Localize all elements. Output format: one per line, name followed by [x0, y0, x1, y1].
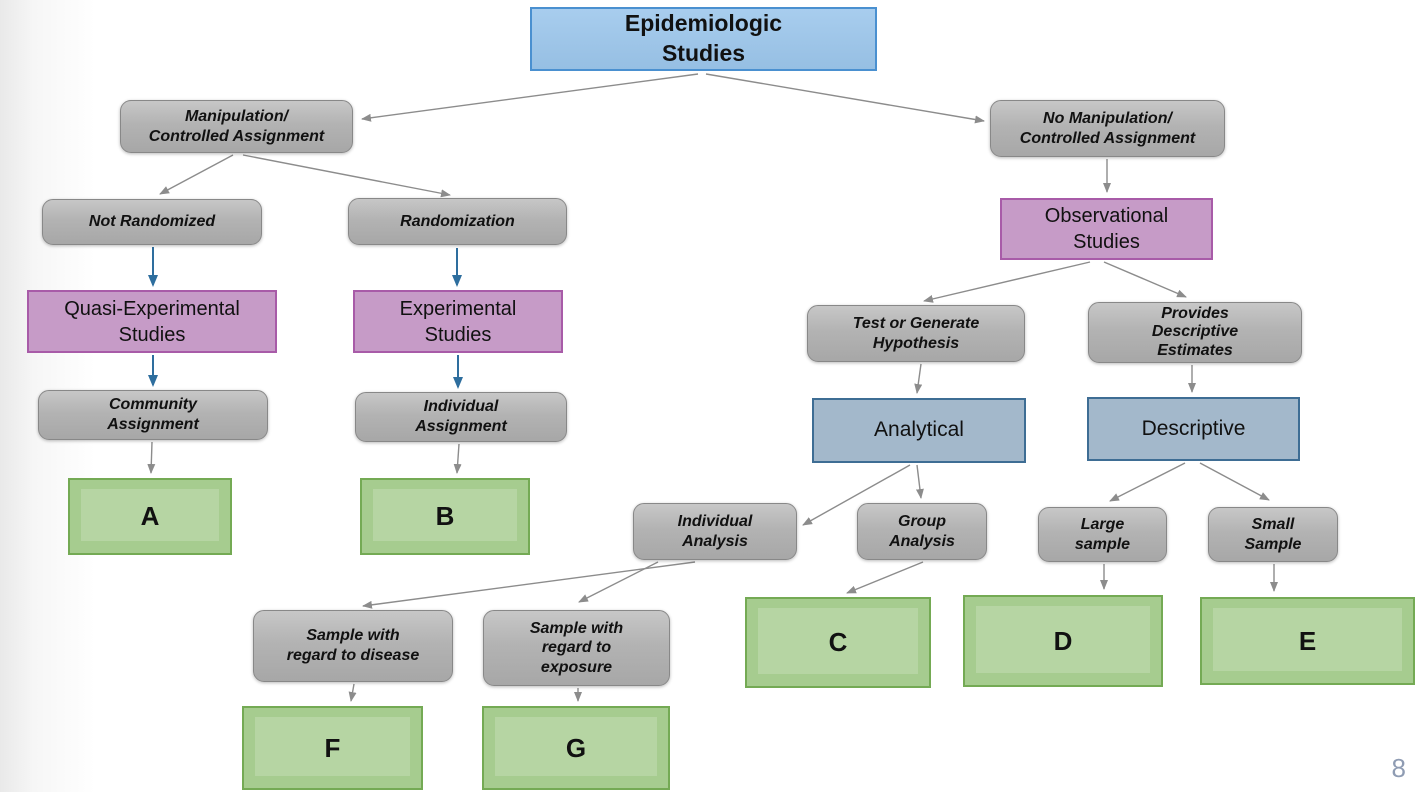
node-box-e: E — [1200, 597, 1415, 685]
green-inner-panel — [373, 489, 517, 541]
node-box-c-label: C — [828, 627, 848, 658]
node-box-f: F — [242, 706, 423, 790]
node-analytical: Analytical — [812, 398, 1026, 463]
green-inner-panel — [255, 717, 410, 776]
arrow-test-to-analytical — [914, 363, 923, 394]
node-box-c: C — [745, 597, 931, 688]
node-box-f-label: F — [324, 732, 341, 763]
node-box-d-label: D — [1053, 625, 1073, 656]
arrow-manipulation-to-randomization — [242, 154, 451, 198]
node-not-randomized: Not Randomized — [42, 199, 262, 245]
node-descriptive: Descriptive — [1087, 397, 1300, 461]
arrow-root-to-no-manipulation — [705, 73, 985, 124]
arrow-descriptive-to-large-sample — [1109, 462, 1186, 502]
node-box-b: B — [360, 478, 530, 555]
arrow-group-analysis-to-c — [846, 561, 924, 594]
arrow-analytical-to-individual-analysis — [802, 464, 911, 526]
node-box-a-label: A — [140, 501, 160, 532]
arrow-descriptive-to-small-sample — [1199, 462, 1270, 501]
node-box-a: A — [68, 478, 232, 555]
node-box-g-label: G — [565, 732, 587, 763]
green-inner-panel — [758, 608, 918, 674]
node-box-g: G — [482, 706, 670, 790]
arrow-observational-to-test — [923, 261, 1091, 303]
node-box-b-label: B — [435, 501, 455, 532]
arrow-individual-analysis-to-disease — [362, 561, 696, 609]
green-inner-panel — [1213, 608, 1402, 671]
arrow-manipulation-to-not-randomized — [159, 154, 234, 195]
node-box-e-label: E — [1298, 625, 1317, 656]
green-inner-panel — [976, 606, 1150, 673]
arrow-individual-analysis-to-exposure — [578, 561, 659, 603]
arrow-disease-to-f — [348, 683, 357, 702]
green-inner-panel — [495, 717, 657, 776]
page-number: 8 — [1391, 753, 1406, 783]
arrow-individual-assignment-to-b — [453, 443, 462, 474]
node-manipulation-controlled-assignment: Manipulation/Controlled Assignment — [120, 100, 353, 153]
arrow-root-to-manipulation — [361, 73, 699, 122]
arrow-observational-to-provides — [1103, 261, 1187, 298]
arrow-analytical-to-group-analysis — [915, 464, 924, 499]
node-no-manipulation-controlled-assignment: No Manipulation/Controlled Assignment — [990, 100, 1225, 157]
arrow-community-to-a — [147, 441, 156, 474]
node-box-d: D — [963, 595, 1163, 687]
green-inner-panel — [81, 489, 219, 541]
node-randomization: Randomization — [348, 198, 567, 245]
